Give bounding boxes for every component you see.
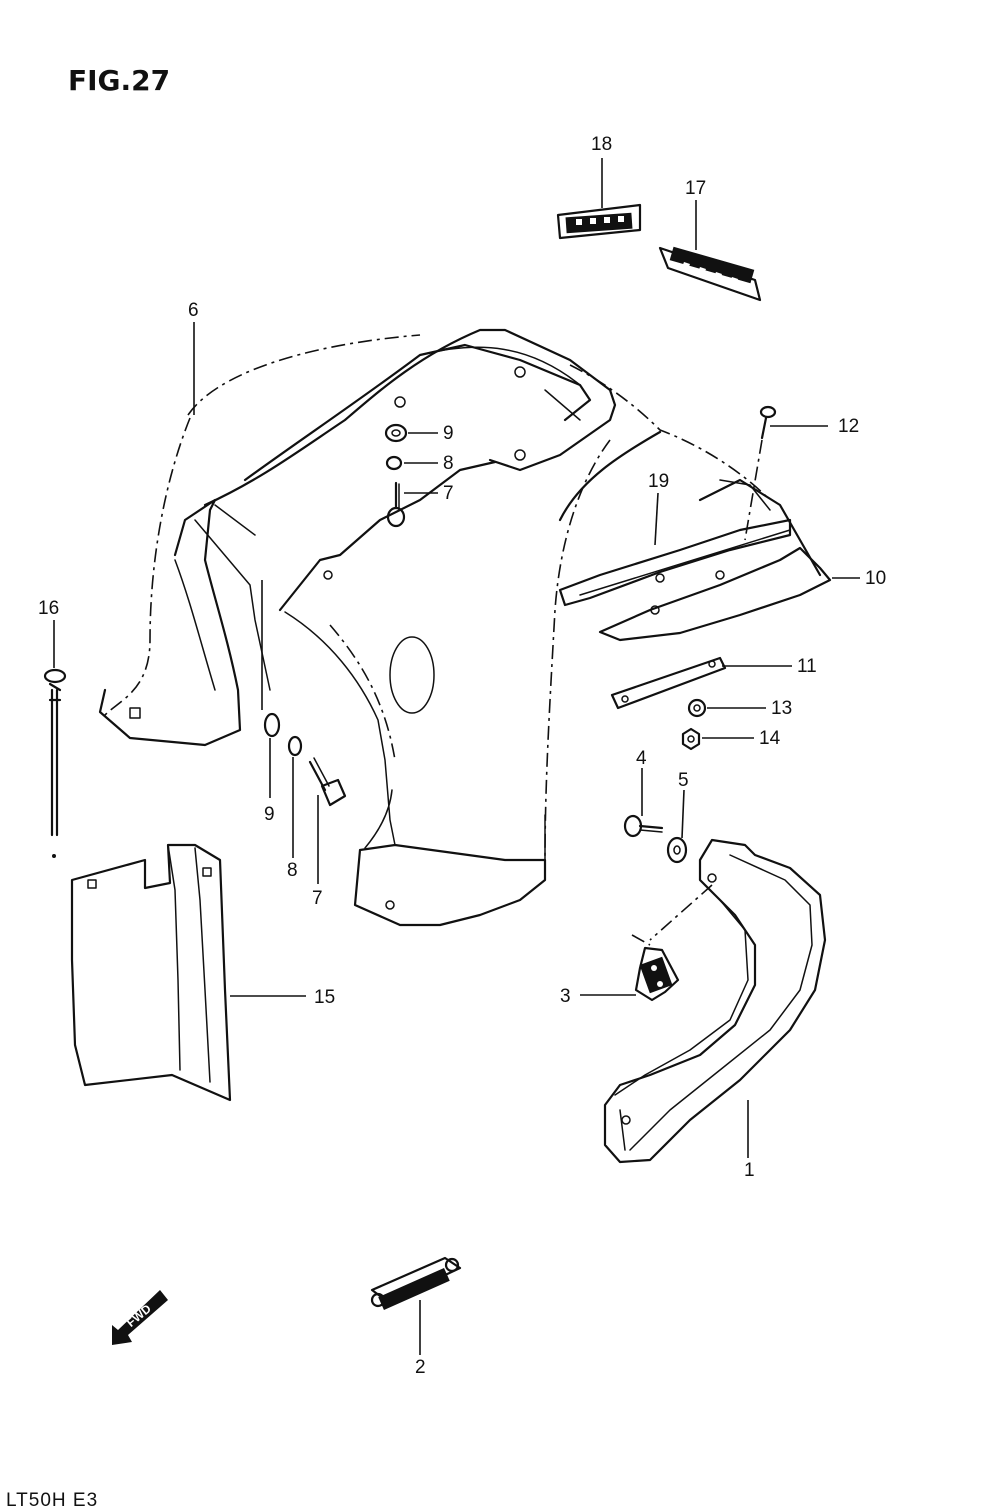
model-code: LT50H E3 [6,1490,98,1511]
side-cover-part-1 [603,838,827,1164]
callout-11: 11 [797,656,817,677]
bracket-plate-part-11 [610,656,727,710]
callout-4: 4 [636,748,647,769]
lock-washer-part-8-upper [385,455,403,471]
washer-part-5 [666,836,688,864]
callout-13: 13 [771,698,792,719]
rear-fender-part-6 [98,328,771,927]
callout-8-lower: 8 [287,860,298,881]
decal-part-17 [658,246,762,302]
screw-part-12 [744,405,777,541]
leader-lines [53,158,860,1355]
callout-5: 5 [678,770,689,791]
lock-washer-part-8-lower [287,735,303,757]
forward-arrow-icon: FWD [112,1290,168,1345]
bolt-part-4 [623,814,664,838]
bolt-part-7-lower [308,757,347,807]
nut-part-13 [687,698,707,718]
mud-flap-part-15 [70,843,232,1102]
callout-15: 15 [314,987,335,1008]
callout-12: 12 [838,416,859,437]
callout-1: 1 [744,1160,755,1181]
figure-title: FIG.27 [68,64,170,97]
callout-9-upper: 9 [443,423,454,444]
pin-part-16 [43,668,67,858]
callout-18: 18 [591,134,612,155]
callout-6: 6 [188,300,199,321]
nut-part-14 [681,727,701,751]
callout-7-upper: 7 [443,483,454,504]
callout-14: 14 [759,728,781,749]
clip-part-3 [634,946,680,1002]
washer-part-9-upper [384,423,408,443]
callout-9-lower: 9 [264,804,275,825]
clamp-part-2 [370,1256,462,1311]
callout-3: 3 [560,986,571,1007]
washer-part-9-lower [263,712,281,738]
callout-10: 10 [865,568,886,589]
bolt-part-7-upper [386,481,406,528]
callout-7-lower: 7 [312,888,323,909]
callout-16: 16 [38,598,59,619]
callout-8-upper: 8 [443,453,454,474]
trim-strip-part-19 [558,518,792,607]
callout-numbers: 18 17 6 12 9 8 7 19 10 11 13 14 16 4 5 9… [38,134,886,1378]
callout-17: 17 [685,178,706,199]
callout-2: 2 [415,1357,426,1378]
fender-extension-part-10 [598,478,832,642]
decal-part-18 [556,203,642,240]
callout-19: 19 [648,471,669,492]
